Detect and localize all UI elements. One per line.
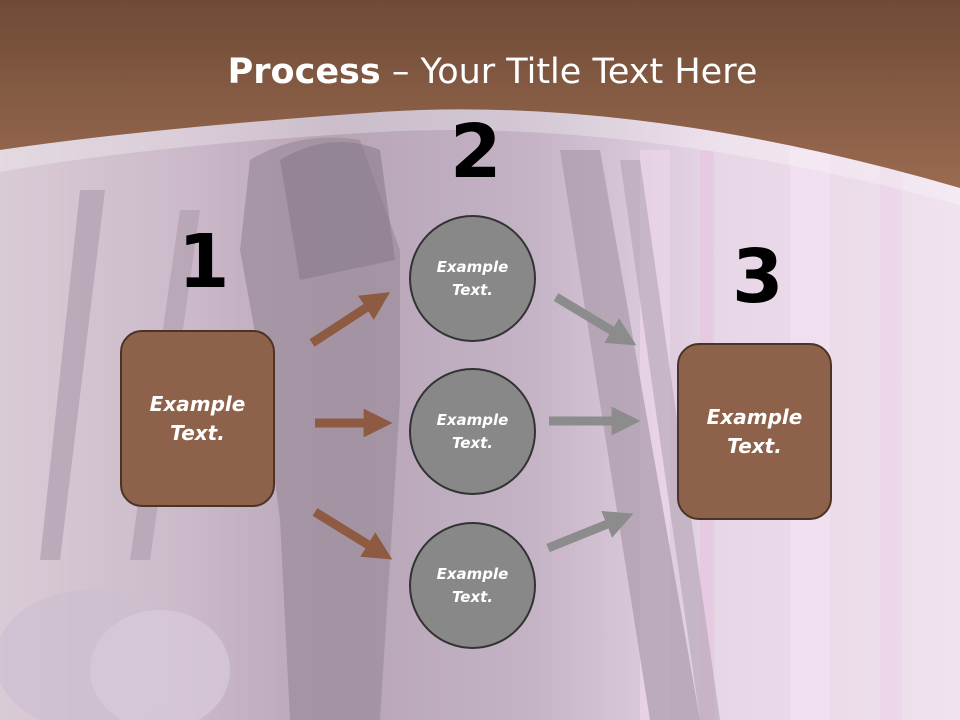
circle-bottom: Example Text. [409, 522, 536, 649]
step-number-1: 1 [178, 219, 230, 305]
circle-top: Example Text. [409, 215, 536, 342]
circle-top-text: Example Text. [436, 257, 509, 299]
title-rest: – Your Title Text Here [380, 52, 758, 92]
step-box-1-text: Example Text. [149, 391, 246, 445]
step-box-3: Example Text. [677, 343, 832, 520]
circle-middle-text: Example Text. [436, 410, 509, 452]
circle-bottom-text: Example Text. [436, 564, 509, 606]
step-number-2: 2 [450, 109, 502, 195]
title-bold: Process [227, 52, 381, 92]
step-box-1: Example Text. [120, 330, 275, 507]
step-number-3: 3 [732, 234, 784, 320]
step-box-3-text: Example Text. [706, 404, 803, 458]
slide-title: Process – Your Title Text Here [0, 52, 960, 92]
circle-middle: Example Text. [409, 368, 536, 495]
